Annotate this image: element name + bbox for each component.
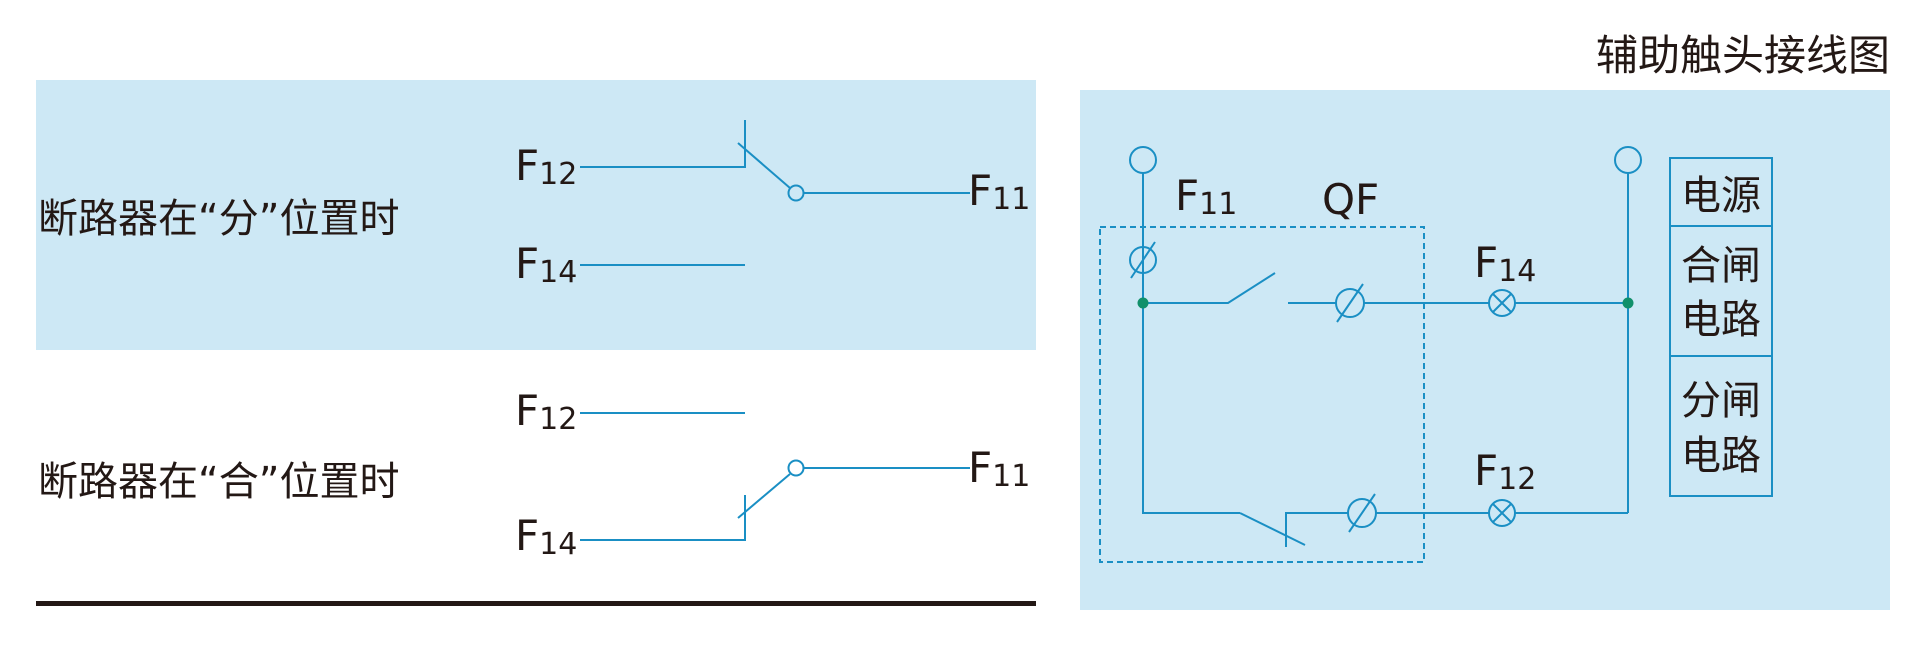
slashed-terminal-top [1129, 241, 1157, 279]
legend-opening-line2: 电路 [1681, 433, 1761, 479]
slashed-terminal-bottom [1347, 493, 1377, 533]
legend-box [1669, 157, 1773, 497]
open-contact-wires [580, 120, 970, 266]
svg-text:F11: F11 [1175, 171, 1237, 222]
legend-power: 电源 [1681, 173, 1761, 219]
junction-node-right [1622, 297, 1634, 309]
closed-state-caption: 断路器在“合”位置时 [38, 459, 399, 505]
open-f12-label: F12 [515, 141, 577, 192]
right-f12-label: F12 [1474, 446, 1536, 497]
svg-text:F14: F14 [515, 511, 577, 562]
slashed-terminal-mid [1335, 283, 1365, 323]
right-f11-label: F11 [1175, 171, 1237, 222]
closed-contact-wires [580, 412, 970, 541]
svg-text:F12: F12 [515, 141, 577, 192]
svg-text:F14: F14 [515, 239, 577, 290]
diagram-title: 辅助触头接线图 [1596, 31, 1890, 80]
indicator-lamp-f12 [1488, 499, 1516, 527]
open-f14-label: F14 [515, 239, 577, 290]
bottom-rule [36, 601, 1036, 606]
closed-f14-label: F14 [515, 511, 577, 562]
svg-text:F11: F11 [968, 443, 1030, 494]
right-f14-label: F14 [1474, 238, 1536, 289]
indicator-lamp-f14 [1488, 289, 1516, 317]
closed-f11-label: F11 [968, 443, 1030, 494]
closed-f12-label: F12 [515, 386, 577, 437]
svg-text:F14: F14 [1474, 238, 1536, 289]
svg-text:F12: F12 [515, 386, 577, 437]
svg-text:F12: F12 [1474, 446, 1536, 497]
open-f11-label: F11 [968, 166, 1030, 217]
qf-dashed-box [1099, 226, 1425, 563]
open-state-panel [36, 80, 1036, 350]
legend-opening-line1: 分闸 [1681, 378, 1761, 424]
junction-node-left [1137, 297, 1149, 309]
circuit-wires [1142, 173, 1629, 547]
open-state-caption: 断路器在“分”位置时 [38, 196, 399, 242]
svg-text:F11: F11 [968, 166, 1030, 217]
legend-closing-line2: 电路 [1681, 297, 1761, 343]
qf-label: QF [1322, 175, 1379, 224]
legend-closing-line1: 合闸 [1681, 243, 1761, 289]
